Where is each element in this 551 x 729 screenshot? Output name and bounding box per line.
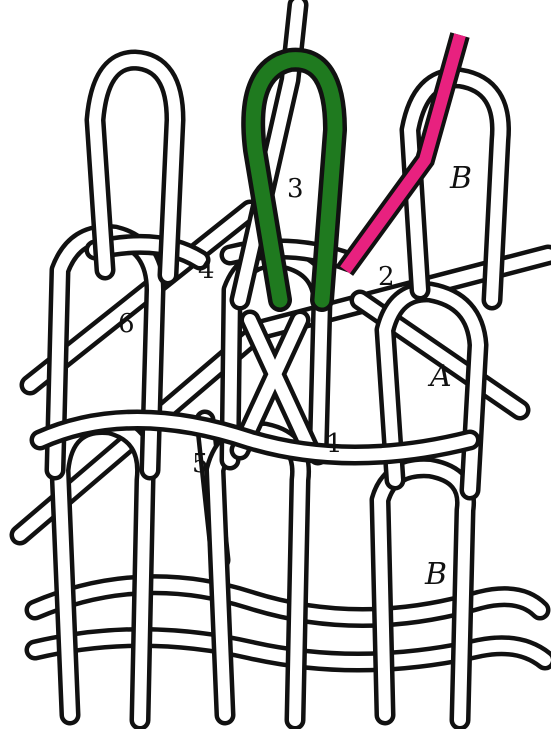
label-b-top: B xyxy=(449,161,472,196)
label-6: 6 xyxy=(118,309,135,339)
label-2: 2 xyxy=(378,262,395,292)
label-4: 4 xyxy=(198,255,215,285)
label-3: 3 xyxy=(287,174,304,204)
label-5: 5 xyxy=(192,449,209,479)
label-a: A xyxy=(427,359,452,394)
label-1: 1 xyxy=(326,429,343,459)
label-b-bottom: B xyxy=(424,557,447,592)
